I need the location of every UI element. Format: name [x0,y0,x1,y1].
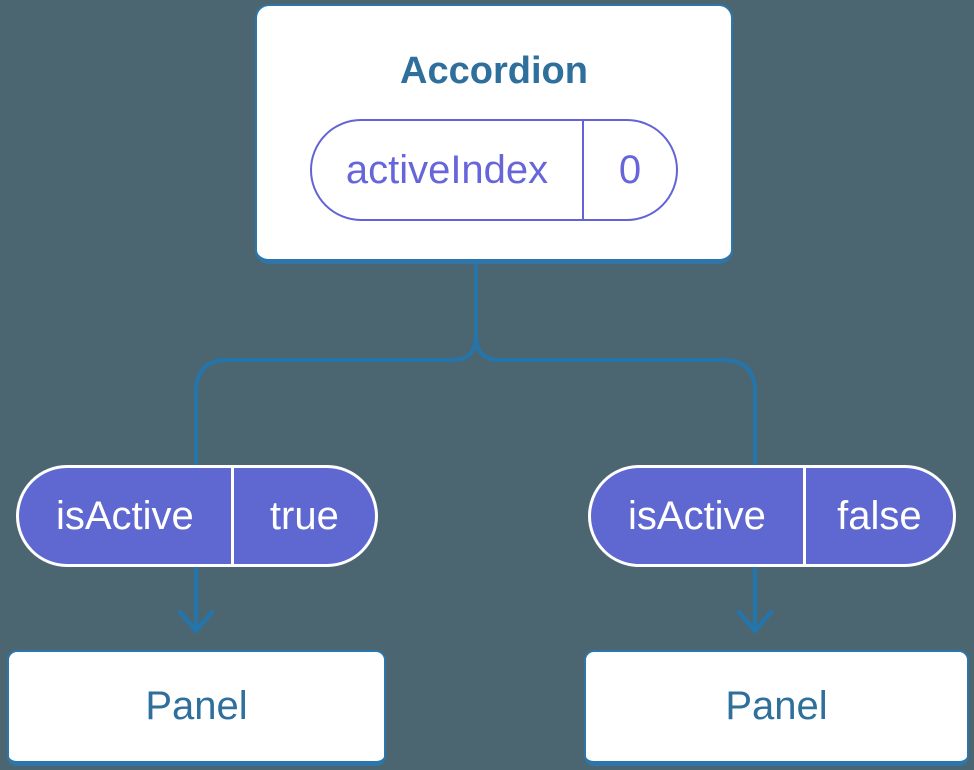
state-pill: activeIndex 0 [310,119,678,221]
panel-label: Panel [725,684,828,728]
panel-label: Panel [145,684,248,728]
connector-fork-left [194,263,478,466]
panel-node-right: Panel [584,650,969,766]
connector-fork-right [474,263,757,466]
prop-pill-left: isActive true [16,465,378,567]
prop-name: isActive [628,493,766,538]
accordion-node: Accordion activeIndex 0 [255,4,733,264]
prop-value: false [802,468,953,564]
panel-node-left: Panel [7,650,386,766]
state-name: activeIndex [312,121,584,219]
prop-pill-right: isActive false [588,465,956,567]
component-title: Accordion [400,50,588,92]
prop-value: true [230,468,375,564]
arrow-left-head [177,609,215,634]
prop-name: isActive [55,493,194,538]
state-value: 0 [618,147,642,192]
arrow-right-head [736,609,774,634]
